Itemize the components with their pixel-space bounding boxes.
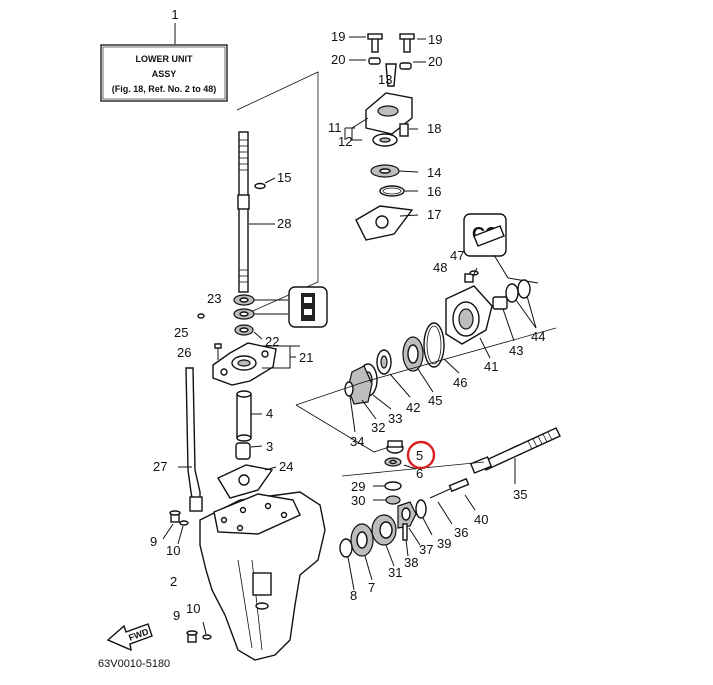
bearing-23 [233, 286, 328, 328]
label-31: 31 [388, 565, 402, 580]
label-3: 3 [266, 439, 273, 454]
label-9-upper: 9 [150, 534, 157, 549]
label-10-upper: 10 [166, 543, 180, 558]
label-10-lower: 10 [186, 601, 200, 616]
water-pump-group [345, 33, 426, 241]
label-47: 47 [450, 248, 464, 263]
fwd-arrow-icon: FWD [106, 623, 153, 652]
label-19-left: 19 [331, 29, 345, 44]
label-20-left: 20 [331, 52, 345, 67]
label-32: 32 [371, 420, 385, 435]
label-35: 35 [513, 487, 527, 502]
label-44: 44 [531, 329, 545, 344]
label-24: 24 [279, 459, 293, 474]
label-14: 14 [427, 165, 441, 180]
label-37: 37 [419, 542, 433, 557]
label-18: 18 [427, 121, 441, 136]
label-38: 38 [404, 555, 418, 570]
title-line-1: LOWER UNIT [136, 54, 193, 64]
label-40: 40 [474, 512, 488, 527]
highlight-circle [406, 440, 436, 470]
label-46: 46 [453, 375, 467, 390]
label-48: 48 [433, 260, 447, 275]
label-43: 43 [509, 343, 523, 358]
label-45: 45 [428, 393, 442, 408]
label-17: 17 [427, 207, 441, 222]
label-19-right: 19 [428, 32, 442, 47]
label-34: 34 [350, 434, 364, 449]
diagram-code: 63V0010-5180 [98, 658, 170, 670]
title-line-2: ASSY [152, 69, 177, 79]
label-39: 39 [437, 536, 451, 551]
prop-shaft-35 [341, 427, 561, 484]
label-13: 13 [378, 72, 392, 87]
label-20-right: 20 [428, 54, 442, 69]
label-42: 42 [406, 400, 420, 415]
label-15: 15 [277, 170, 291, 185]
title-box: 1 LOWER UNIT ASSY (Fig. 18, Ref. No. 2 t… [100, 7, 228, 102]
label-16: 16 [427, 184, 441, 199]
label-29: 29 [351, 479, 365, 494]
label-4: 4 [266, 406, 273, 421]
label-7: 7 [368, 580, 375, 595]
shift-rod-27 [178, 367, 203, 512]
label-12: 12 [338, 134, 352, 149]
label-27: 27 [153, 459, 167, 474]
callout-labels: 2 3 4 5 6 7 8 9 9 10 10 11 12 13 14 15 1… [150, 29, 545, 623]
prop-housing-group: CC [344, 213, 539, 433]
label-23: 23 [207, 291, 221, 306]
label-33: 33 [388, 411, 402, 426]
label-22: 22 [265, 334, 279, 349]
label-30: 30 [351, 493, 365, 508]
drive-shaft-28 [237, 131, 275, 293]
label-26: 26 [177, 345, 191, 360]
label-41: 41 [484, 359, 498, 374]
label-1: 1 [171, 7, 178, 22]
label-9-lower: 9 [173, 608, 180, 623]
label-36: 36 [454, 525, 468, 540]
label-11: 11 [328, 120, 342, 135]
label-5: 5 [416, 448, 423, 463]
housing-21 [212, 342, 296, 386]
label-6: 6 [416, 466, 423, 481]
label-2: 2 [170, 574, 177, 589]
label-28: 28 [277, 216, 291, 231]
label-21: 21 [299, 350, 313, 365]
title-line-3: (Fig. 18, Ref. No. 2 to 48) [112, 84, 217, 94]
lower-case-2 [199, 491, 326, 661]
label-25: 25 [174, 325, 188, 340]
label-8: 8 [350, 588, 357, 603]
